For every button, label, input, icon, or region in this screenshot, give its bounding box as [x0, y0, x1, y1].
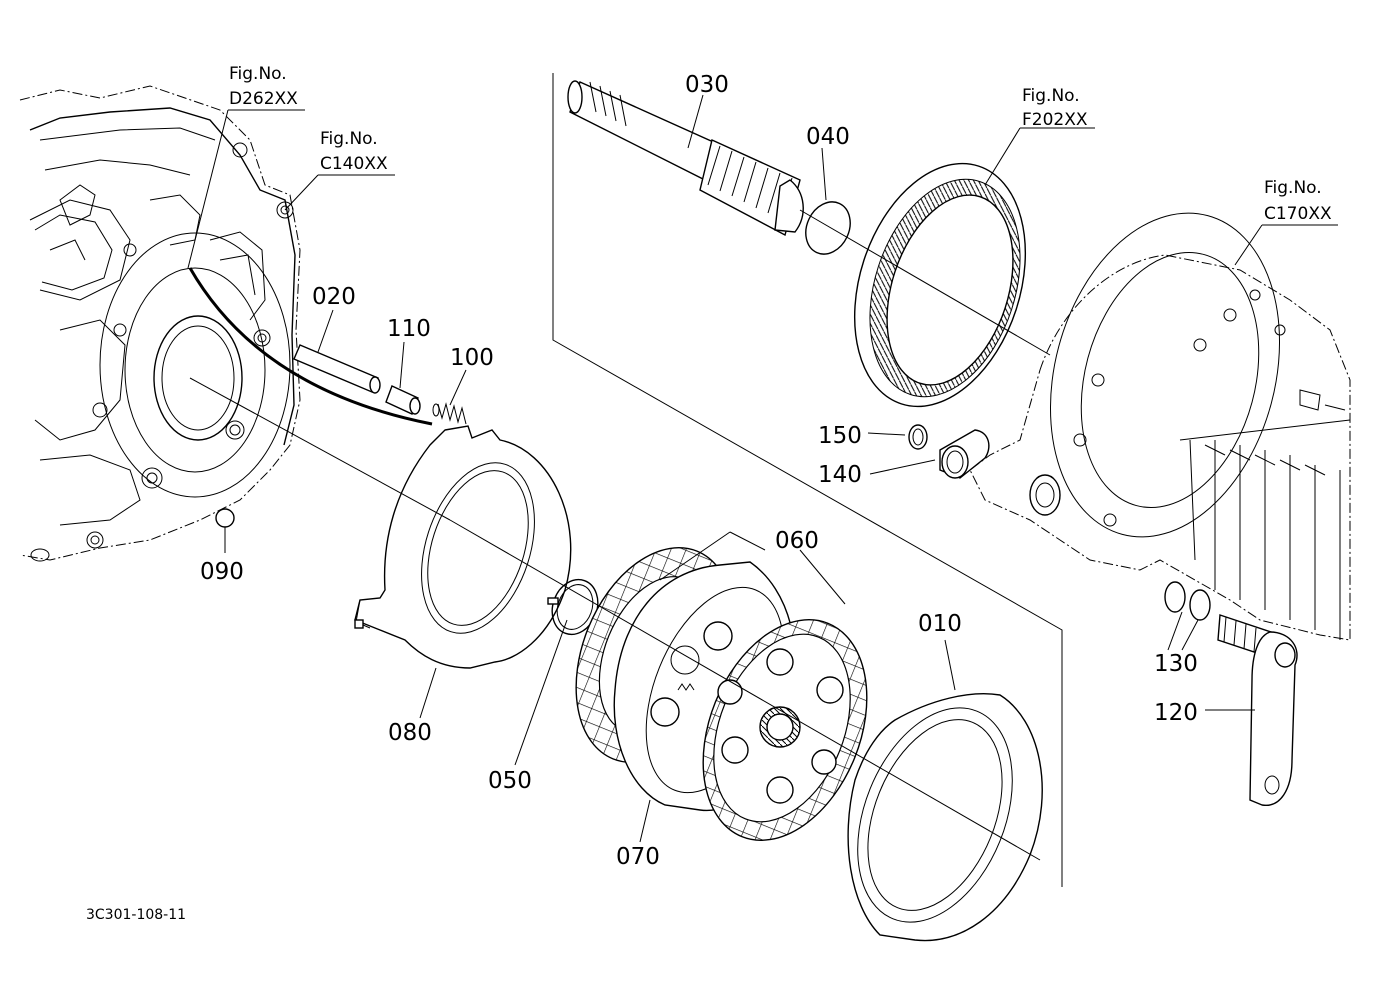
assembly-frame [552, 73, 1063, 887]
svg-text:C170XX: C170XX [1264, 204, 1332, 224]
shaft-030 [567, 80, 804, 237]
ring-gear [853, 162, 1027, 408]
fig-ref-f202: Fig.No. F202XX [1022, 86, 1088, 130]
spring-100 [432, 402, 467, 425]
fig-ref-d262: Fig.No. D262XX [229, 64, 298, 109]
o-ring-040 [805, 201, 851, 255]
svg-text:Fig.No.: Fig.No. [1264, 178, 1322, 198]
label-120: 120 [1154, 700, 1198, 726]
leader-lines [187, 94, 1338, 843]
o-rings-130 [1164, 581, 1211, 621]
svg-text:C140XX: C140XX [320, 154, 388, 174]
pin-020 [293, 344, 381, 394]
label-140: 140 [818, 462, 862, 488]
transmission-housing [19, 85, 301, 562]
label-090: 090 [200, 559, 244, 585]
friction-disc-060-rear [702, 619, 868, 841]
label-130: 130 [1154, 651, 1198, 677]
axle-housing [969, 212, 1351, 641]
svg-text:D262XX: D262XX [229, 89, 298, 109]
label-010: 010 [918, 611, 962, 637]
svg-text:Fig.No.: Fig.No. [1022, 86, 1080, 106]
axis-lines [189, 209, 1051, 861]
pressure-plate-080 [354, 425, 572, 669]
svg-text:F202XX: F202XX [1022, 110, 1088, 130]
snap-ring-150 [908, 424, 928, 450]
svg-text:Fig.No.: Fig.No. [320, 129, 378, 149]
fig-ref-c170: Fig.No. C170XX [1264, 178, 1332, 224]
label-040: 040 [806, 124, 850, 150]
label-070: 070 [616, 844, 660, 870]
label-100: 100 [450, 345, 494, 371]
label-030: 030 [685, 72, 729, 98]
collar-110 [385, 385, 421, 415]
label-050: 050 [488, 768, 532, 794]
svg-text:Fig.No.: Fig.No. [229, 64, 287, 84]
label-080: 080 [388, 720, 432, 746]
tube-line [188, 267, 433, 426]
drawing-code: 3C301-108-11 [86, 907, 186, 923]
cam-140 [939, 429, 990, 479]
label-020: 020 [312, 284, 356, 310]
lever-120 [1217, 614, 1298, 806]
label-060: 060 [775, 528, 819, 554]
ball-090 [215, 508, 235, 553]
fig-ref-c140: Fig.No. C140XX [320, 129, 388, 174]
label-110: 110 [387, 316, 431, 342]
brake-cover-010 [847, 693, 1043, 942]
label-150: 150 [818, 423, 862, 449]
